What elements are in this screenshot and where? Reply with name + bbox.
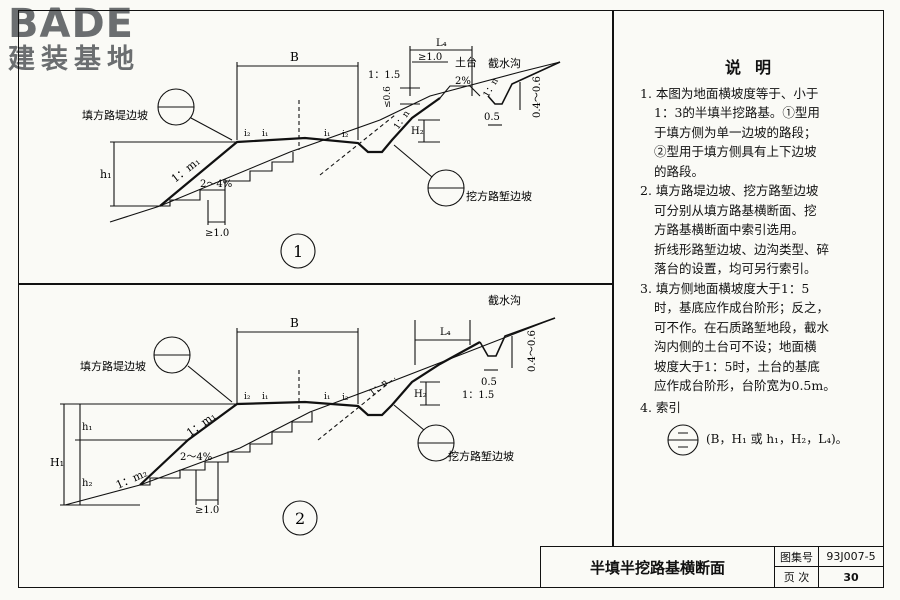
atlas-number: 93J007-5 [819, 547, 883, 567]
fig1-step-width: ≥1.0 [205, 228, 229, 239]
notes-title: 说明 [724, 58, 785, 77]
fig2-number: 2 [295, 509, 305, 528]
note-item-1: 1. 本图为地面横坡度等于、小于 1：3的半填半挖路基。①型用 于填方侧为单一边… [640, 85, 820, 179]
note-item-2: 2. 填方路堤边坡、挖方路堑边坡 可分别从填方路基横断面、挖 方路基横断面中索引… [640, 183, 830, 276]
fig2-step-width: ≥1.0 [195, 505, 219, 516]
fig1-ditch-label: 截水沟 [488, 56, 521, 70]
drawing-frame [18, 10, 884, 588]
fig1-i1b: i₁ [324, 129, 331, 139]
fig1-ditch-depth: 0.4～0.6 [532, 76, 543, 118]
fig1-cut-label: 挖方路堑边坡 [466, 189, 532, 203]
stepped-base [160, 152, 294, 207]
fig2-ditch-label: 截水沟 [488, 293, 521, 307]
fig2-slope-ratio1: 1：m₁ [184, 410, 218, 440]
logo-subtitle: 建装基地 [8, 44, 140, 75]
fig1-h06: ≤0.6 [383, 86, 393, 108]
fig2-h1: h₁ [82, 422, 92, 433]
fig2-embankment-label: 填方路堤边坡 [80, 359, 146, 373]
fig1-ditch-slope: 1：n [482, 77, 501, 100]
fig2-i1b: i₁ [324, 392, 331, 402]
page-label: 页 次 [775, 567, 819, 587]
fig1-berm-grade: 2% [455, 76, 471, 87]
note-item-3: 3. 填方侧地面横坡度大于1：5 时，基底应作成台阶形；反之， 可不作。在石质路… [640, 280, 836, 394]
index-text: (B，H₁ 或 h₁，H₂，L₄)。 [706, 432, 848, 447]
fig2-slope-ratio2: 1：m₂ [114, 467, 149, 492]
atlas-label: 图集号 [775, 547, 819, 567]
figure-1-diagram: B 填方路堤边坡 挖方路堑边坡 1：m₁ 2～4% ≥1.0 h₁ H₂ 截水沟… [82, 38, 561, 269]
stepped-base-2 [140, 412, 313, 486]
fig2-ditch-width: 0.5 [481, 377, 497, 388]
fig1-cut-height: H₂ [411, 126, 424, 137]
fig1-width-label: B [290, 50, 299, 64]
fig2-top-width: L₄ [440, 327, 451, 338]
fig2-ditch-depth: 0.4～0.6 [527, 330, 538, 372]
fig1-slope-ratio: 1：m₁ [169, 155, 203, 185]
notes-panel: 说明 1. 本图为地面横坡度等于、小于 1：3的半填半挖路基。①型用 于填方侧为… [640, 58, 870, 457]
fig2-i1: i₁ [262, 392, 269, 402]
fig2-cut-ratio: 1：n [368, 378, 390, 399]
fig1-i1: i₁ [262, 129, 269, 139]
fig1-crossfall: 2～4% [200, 179, 232, 190]
fig2-i2b: i₂ [342, 393, 349, 403]
note-item-4: 4. 索引 [640, 399, 681, 415]
fig1-berm-width: ≥1.0 [418, 52, 442, 63]
fig1-berm-label: 土台 [455, 55, 477, 69]
fig2-width-label: B [290, 316, 299, 330]
fig1-i2: i₂ [244, 129, 251, 139]
fig2-crossfall: 2～4% [180, 452, 212, 463]
title-block: 半填半挖路基横断面 图集号 93J007-5 页 次 30 [540, 546, 884, 588]
fig2-side-slope: 1：1.5 [462, 390, 494, 401]
vertical-divider [612, 10, 614, 546]
fig2-cut-height: H₂ [414, 389, 427, 400]
fig1-number: 1 [293, 242, 303, 261]
index-symbol-icon [667, 424, 699, 456]
fig1-top-width: L₄ [436, 38, 447, 49]
fig1-berm-slope: 1：1.5 [368, 70, 400, 81]
figure-2-diagram: B 填方路堤边坡 挖方路堑边坡 1：m₁ 1：m₂ 2～4% ≥1.0 h₁ h… [50, 293, 556, 536]
drawing-title: 半填半挖路基横断面 [541, 547, 775, 587]
fig1-embankment-label: 填方路堤边坡 [82, 108, 148, 122]
page-number: 30 [843, 570, 859, 584]
fig1-ditch-width: 0.5 [484, 112, 500, 123]
fig2-h2: h₂ [82, 478, 92, 489]
horizontal-divider [18, 283, 613, 285]
fig1-i2b: i₂ [342, 130, 349, 140]
fig2-i2: i₂ [244, 392, 251, 402]
fig1-height: h₁ [100, 168, 112, 181]
fig2-cut-label: 挖方路堑边坡 [448, 449, 514, 463]
fig2-H1: H₁ [50, 456, 64, 469]
